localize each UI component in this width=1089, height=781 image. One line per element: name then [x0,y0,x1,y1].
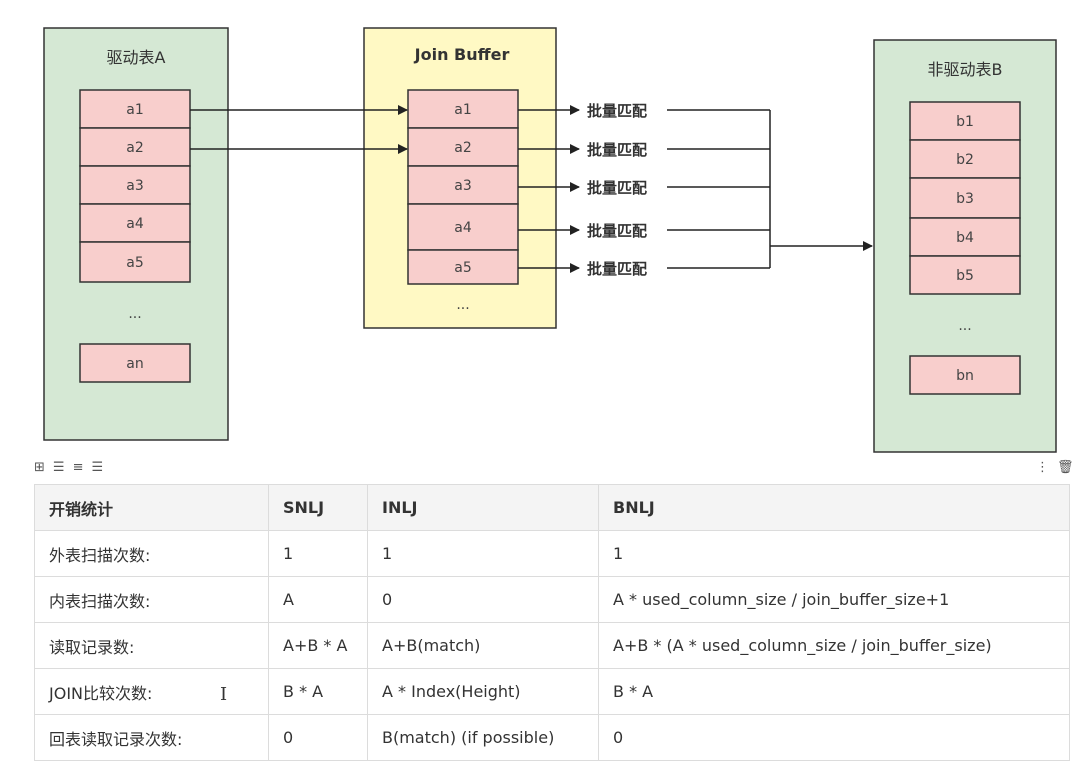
join-buffer-ellipsis: ... [456,297,469,313]
row-label: a2 [454,140,472,156]
table-cell[interactable]: A * used_column_size / join_buffer_size+… [598,576,1070,623]
table-cell[interactable]: 0 [268,714,368,761]
table-row: JOIN比较次数: B * A A * Index(Height) B * A [34,668,1070,715]
table-actions: ⋮ 🗑 [1036,458,1074,478]
row-label: a4 [126,216,144,232]
header-snlj: SNLJ [268,484,368,531]
driven-table-ellipsis: ... [958,318,971,334]
header-cost-stats: 开销统计 [34,484,269,531]
match-label: 批量匹配 [587,260,647,278]
table-cell[interactable]: A * Index(Height) [367,668,599,715]
table-cell[interactable]: 1 [268,530,368,577]
driven-table-row-last: bn [909,355,1021,395]
table-cell[interactable]: 回表读取记录次数: [34,714,269,761]
table-cell[interactable]: 内表扫描次数: [34,576,269,623]
text-cursor-icon: I [220,684,228,705]
table-header-row: 开销统计 SNLJ INLJ BNLJ [34,484,1070,531]
driven-table-row: b3 [909,177,1021,219]
align-center-icon[interactable]: ≡ [72,460,84,475]
row-label: a5 [126,255,144,271]
driver-table-row: a4 [79,203,191,243]
table-cell[interactable]: 读取记录数: [34,622,269,669]
row-label: b1 [956,114,974,130]
merge-connector [667,109,771,269]
table-cell[interactable]: JOIN比较次数: [34,668,269,715]
row-label: a2 [126,140,144,156]
table-cell[interactable]: A [268,576,368,623]
driver-table-row: a2 [79,127,191,167]
row-label: b4 [956,230,974,246]
table-row: 回表读取记录次数: 0 B(match) (if possible) 0 [34,714,1070,761]
row-label: a4 [454,220,472,236]
match-label: 批量匹配 [587,222,647,240]
table-cell[interactable]: 1 [367,530,599,577]
driver-table-row-last: an [79,343,191,383]
row-label: b5 [956,268,974,284]
row-label: a1 [454,102,472,118]
table-row: 读取记录数: A+B * A A+B(match) A+B * (A * use… [34,622,1070,669]
row-label: a3 [454,178,472,194]
row-label: a1 [126,102,144,118]
row-label: a5 [454,260,472,276]
match-label: 批量匹配 [587,179,647,197]
align-right-icon[interactable]: ☰ [91,460,104,475]
grid-icon[interactable]: ⊞ [34,460,45,475]
driver-table-row: a3 [79,165,191,205]
header-bnlj: BNLJ [598,484,1070,531]
table-cell[interactable]: 0 [367,576,599,623]
row-label: a3 [126,178,144,194]
driver-table-ellipsis: ... [128,306,141,322]
table-cell[interactable]: B * A [598,668,1070,715]
header-inlj: INLJ [367,484,599,531]
table-row: 内表扫描次数: A 0 A * used_column_size / join_… [34,576,1070,623]
table-toolbar: ⊞ ☰ ≡ ☰ [34,458,103,478]
driven-table-title: 非驱动表B [928,60,1003,79]
table-cell[interactable]: B * A [268,668,368,715]
table-cell[interactable]: 外表扫描次数: [34,530,269,577]
row-label: bn [956,368,974,384]
driven-table-row: b1 [909,101,1021,141]
match-arrows [518,105,580,273]
row-label: an [126,356,143,372]
cost-stats-table: 开销统计 SNLJ INLJ BNLJ 外表扫描次数: 1 1 1 内表扫描次数… [34,484,1070,761]
join-buffer-row: a5 [407,249,519,285]
join-buffer-row: a2 [407,127,519,167]
table-row: 外表扫描次数: 1 1 1 [34,530,1070,577]
table-cell[interactable]: B(match) (if possible) [367,714,599,761]
block-nested-loop-diagram: 驱动表A a1 a2 a3 a4 a5 ... an Join Buffer [43,27,1057,453]
join-buffer-row: a3 [407,165,519,205]
driver-table-row: a5 [79,241,191,283]
align-left-icon[interactable]: ☰ [52,460,65,475]
join-buffer-row: a4 [407,203,519,251]
table-cell[interactable]: 0 [598,714,1070,761]
table-cell[interactable]: A+B * (A * used_column_size / join_buffe… [598,622,1070,669]
table-cell[interactable]: 1 [598,530,1070,577]
driver-table-title: 驱动表A [107,48,166,67]
driven-table-row: b4 [909,217,1021,257]
driven-table-row: b5 [909,255,1021,295]
more-vertical-icon[interactable]: ⋮ [1036,460,1049,475]
row-label: b3 [956,191,974,207]
table-cell[interactable]: A+B * A [268,622,368,669]
match-labels: 批量匹配 批量匹配 批量匹配 批量匹配 批量匹配 [587,102,647,278]
driven-table-row: b2 [909,139,1021,179]
driven-table-b: 非驱动表B b1 b2 b3 b4 b5 ... bn [873,39,1057,453]
match-label: 批量匹配 [587,141,647,159]
match-label: 批量匹配 [587,102,647,120]
join-buffer-row: a1 [407,89,519,129]
row-label: b2 [956,152,974,168]
table-cell[interactable]: A+B(match) [367,622,599,669]
driver-table-a: 驱动表A a1 a2 a3 a4 a5 ... an [43,27,229,441]
driver-table-row: a1 [79,89,191,129]
join-buffer-title: Join Buffer [414,45,510,64]
trash-icon[interactable]: 🗑 [1057,460,1074,475]
join-buffer: Join Buffer a1 a2 a3 a4 a5 ... [363,27,557,329]
